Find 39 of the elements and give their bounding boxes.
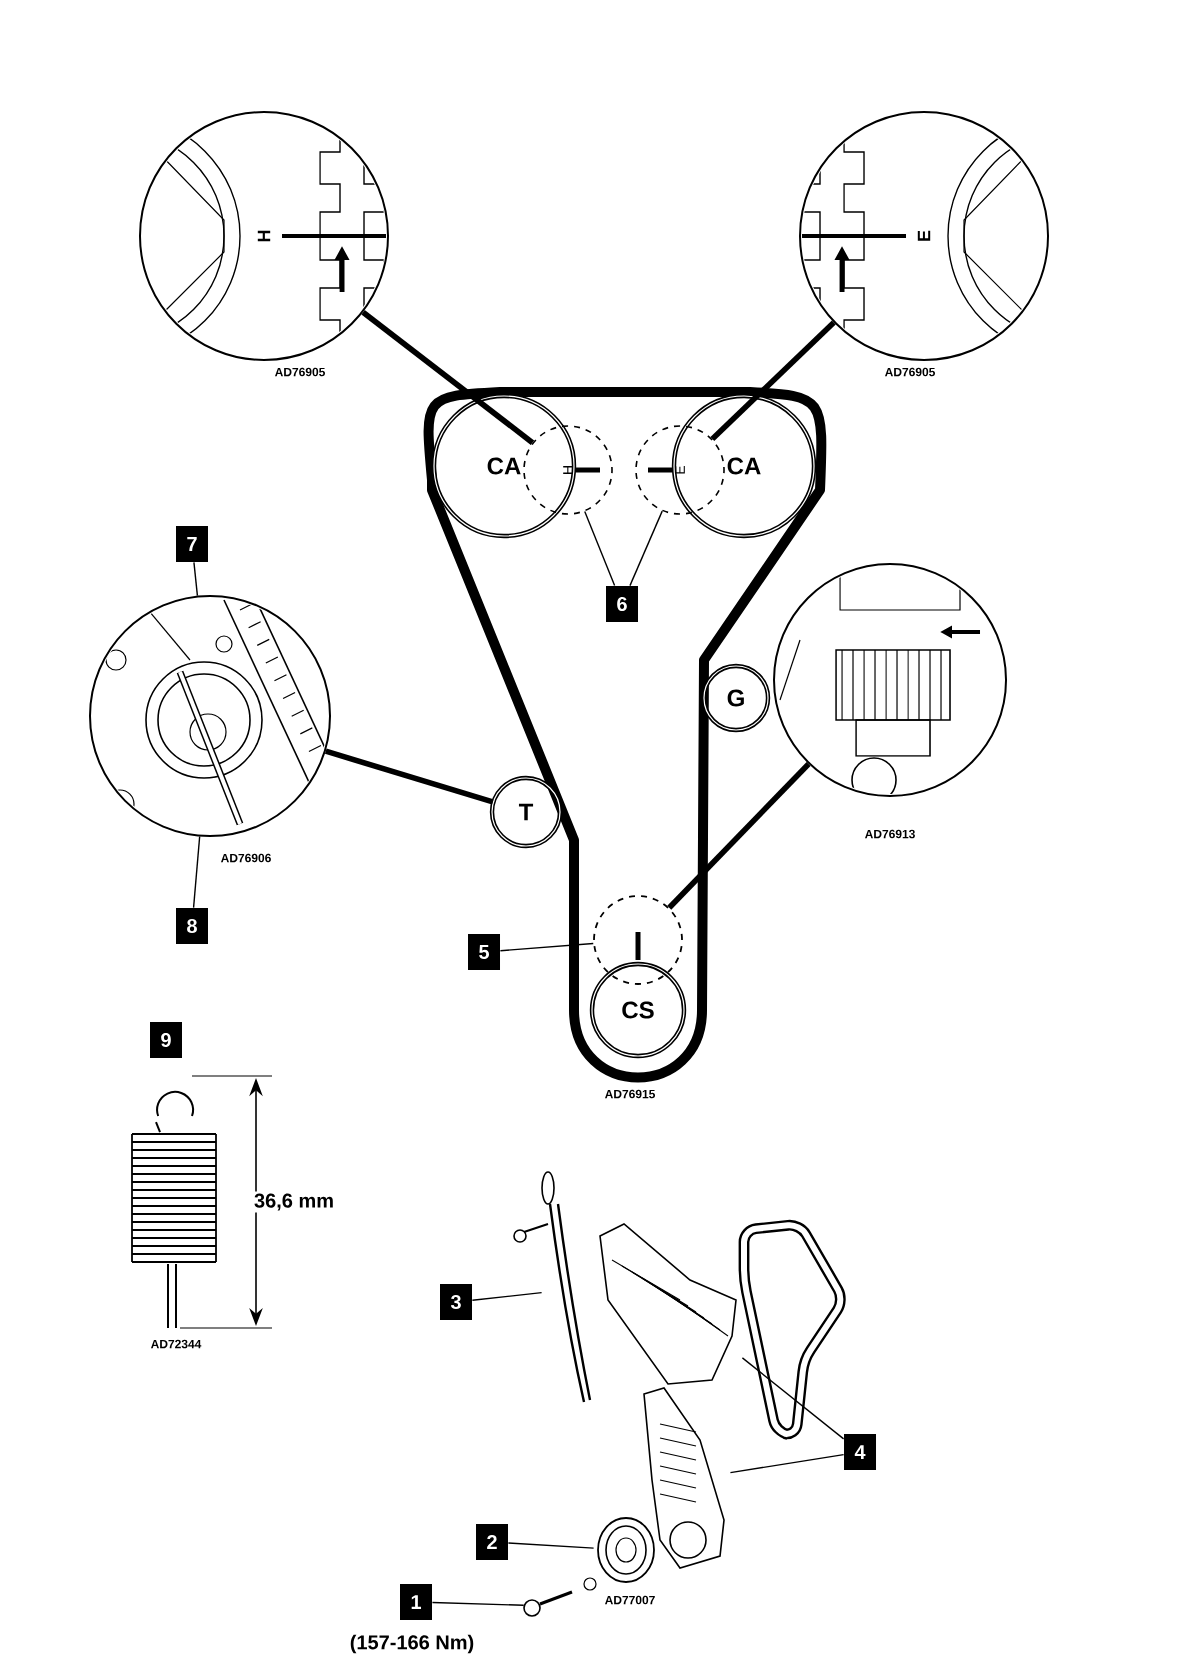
leader-line (741, 1357, 845, 1440)
torque-value: (157-166 Nm) (350, 1634, 474, 1654)
callout-number: 4 (844, 1434, 876, 1470)
leader-line (192, 835, 201, 909)
detail-view-drawing: H (139, 111, 389, 361)
dimension-label: 36,6 mm (252, 1191, 337, 1213)
callout-number: 6 (606, 586, 638, 622)
detail-leader-line (361, 310, 535, 445)
timing-mark-circle (593, 895, 683, 985)
pulley: CS (589, 961, 687, 1059)
bolt-drawing (523, 1577, 597, 1617)
detail-leader-line (667, 762, 811, 910)
tensioner-detail-drawing (89, 595, 331, 837)
leader-line (507, 1542, 595, 1549)
detail-leader-line (710, 320, 836, 441)
leader-line (729, 1453, 845, 1474)
lower-cover-drawing (643, 1387, 725, 1569)
leader-line (193, 561, 199, 597)
detail-leader-line (324, 748, 494, 805)
pump-sprocket-detail-drawing (773, 563, 1007, 797)
spring-drawing (131, 1090, 217, 1329)
leader-line (629, 510, 663, 587)
callout-number: 2 (476, 1524, 508, 1560)
dipstick-tube-drawing (513, 1171, 592, 1403)
callout-number: 3 (440, 1284, 472, 1320)
leader-line (431, 1601, 525, 1606)
callout-number: 1 (400, 1584, 432, 1620)
callout-number: 8 (176, 908, 208, 944)
callout-number: 7 (176, 526, 208, 562)
leader-line (499, 942, 594, 952)
upper-cover-drawing (599, 1223, 737, 1385)
detail-view-drawing: E (799, 111, 1049, 361)
crankshaft-pulley-drawing (597, 1517, 655, 1583)
pulley: T (489, 775, 563, 849)
leader-line (471, 1291, 543, 1301)
leader-line (584, 510, 616, 587)
pulley: G (701, 663, 771, 733)
callout-number: 5 (468, 934, 500, 970)
callout-number: 9 (150, 1022, 182, 1058)
